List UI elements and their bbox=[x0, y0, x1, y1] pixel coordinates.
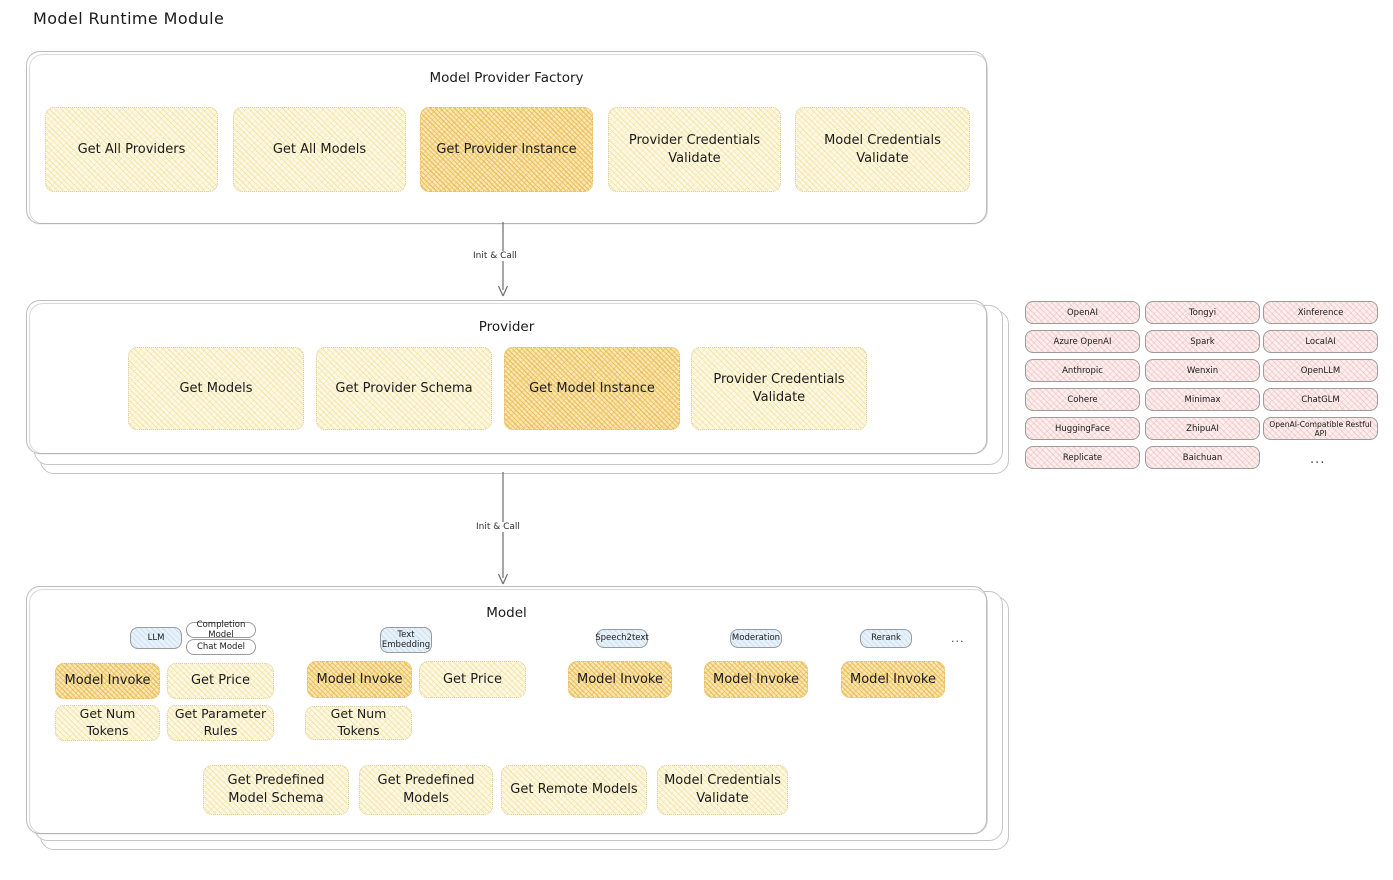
provider-item-provider-credentials-validate[interactable]: Provider Credentials Validate bbox=[691, 347, 867, 430]
arrow-label-factory-to-provider: Init & Call bbox=[470, 251, 520, 261]
text-embedding-op-get-price[interactable]: Get Price bbox=[419, 661, 526, 698]
provider-item-get-provider-schema[interactable]: Get Provider Schema bbox=[316, 347, 492, 430]
factory-item-model-credentials-validate[interactable]: Model Credentials Validate bbox=[795, 107, 970, 192]
model-subtype-completion-model[interactable]: Completion Model bbox=[186, 620, 256, 640]
provider-pill-openllm[interactable]: OpenLLM bbox=[1263, 359, 1378, 382]
provider-pill-minimax[interactable]: Minimax bbox=[1145, 388, 1260, 411]
model-provider-factory-title: Model Provider Factory bbox=[429, 70, 584, 86]
model-common-op-get-predefined-models[interactable]: Get Predefined Models bbox=[359, 765, 493, 815]
model-type-text-embedding[interactable]: Text Embedding bbox=[380, 627, 432, 653]
arrow-label-provider-to-model: Init & Call bbox=[473, 522, 523, 532]
factory-item-provider-credentials-validate[interactable]: Provider Credentials Validate bbox=[608, 107, 781, 192]
llm-op-get-num-tokens[interactable]: Get Num Tokens bbox=[55, 705, 160, 741]
provider-pill-azure-openai[interactable]: Azure OpenAI bbox=[1025, 330, 1140, 353]
model-type-llm[interactable]: LLM bbox=[130, 627, 182, 649]
model-title: Model bbox=[486, 605, 527, 621]
provider-list-more-ellipsis: ... bbox=[1310, 452, 1326, 467]
provider-pill-spark[interactable]: Spark bbox=[1145, 330, 1260, 353]
text-embedding-op-get-num-tokens[interactable]: Get Num Tokens bbox=[305, 706, 412, 740]
provider-pill-chatglm[interactable]: ChatGLM bbox=[1263, 388, 1378, 411]
moderation-op-model-invoke[interactable]: Model Invoke bbox=[704, 661, 808, 698]
model-types-more-ellipsis: ... bbox=[951, 632, 965, 645]
provider-pill-wenxin[interactable]: Wenxin bbox=[1145, 359, 1260, 382]
rerank-op-model-invoke[interactable]: Model Invoke bbox=[841, 661, 945, 698]
model-type-moderation[interactable]: Moderation bbox=[730, 629, 782, 648]
provider-pill-openai-compatible-restful-api[interactable]: OpenAI-Compatible Restful API bbox=[1263, 417, 1378, 440]
llm-op-get-price[interactable]: Get Price bbox=[167, 663, 274, 699]
provider-pill-cohere[interactable]: Cohere bbox=[1025, 388, 1140, 411]
speech2text-op-model-invoke[interactable]: Model Invoke bbox=[568, 661, 672, 698]
provider-pill-localai[interactable]: LocalAI bbox=[1263, 330, 1378, 353]
provider-item-get-models[interactable]: Get Models bbox=[128, 347, 304, 430]
provider-pill-xinference[interactable]: Xinference bbox=[1263, 301, 1378, 324]
llm-op-model-invoke[interactable]: Model Invoke bbox=[55, 663, 160, 699]
model-common-op-get-predefined-model-schema[interactable]: Get Predefined Model Schema bbox=[203, 765, 349, 815]
model-common-op-get-remote-models[interactable]: Get Remote Models bbox=[501, 765, 647, 815]
page-title: Model Runtime Module bbox=[33, 9, 225, 28]
provider-pill-zhipuai[interactable]: ZhipuAI bbox=[1145, 417, 1260, 440]
provider-pill-baichuan[interactable]: Baichuan bbox=[1145, 446, 1260, 469]
model-type-rerank[interactable]: Rerank bbox=[860, 629, 912, 648]
provider-pill-tongyi[interactable]: Tongyi bbox=[1145, 301, 1260, 324]
provider-pill-replicate[interactable]: Replicate bbox=[1025, 446, 1140, 469]
text-embedding-op-model-invoke[interactable]: Model Invoke bbox=[307, 661, 412, 698]
model-subtype-chat-model[interactable]: Chat Model bbox=[186, 639, 256, 655]
provider-item-get-model-instance[interactable]: Get Model Instance bbox=[504, 347, 680, 430]
factory-item-get-all-providers[interactable]: Get All Providers bbox=[45, 107, 218, 192]
model-common-op-model-credentials-validate[interactable]: Model Credentials Validate bbox=[657, 765, 788, 815]
provider-pill-huggingface[interactable]: HuggingFace bbox=[1025, 417, 1140, 440]
provider-pill-openai[interactable]: OpenAI bbox=[1025, 301, 1140, 324]
provider-pill-anthropic[interactable]: Anthropic bbox=[1025, 359, 1140, 382]
llm-op-get-parameter-rules[interactable]: Get Parameter Rules bbox=[167, 705, 274, 741]
factory-item-get-all-models[interactable]: Get All Models bbox=[233, 107, 406, 192]
factory-item-get-provider-instance[interactable]: Get Provider Instance bbox=[420, 107, 593, 192]
provider-title: Provider bbox=[478, 319, 535, 335]
model-type-speech2text[interactable]: Speech2text bbox=[595, 629, 649, 648]
